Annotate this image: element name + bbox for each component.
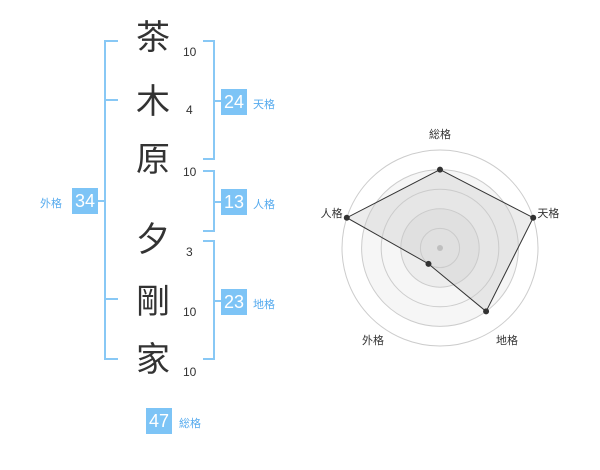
jinkaku-connector	[215, 201, 223, 203]
chikaku-bracket-bottom	[203, 358, 215, 360]
radar-axis-label-5: 人格	[321, 206, 343, 220]
tenkaku-bracket	[213, 40, 215, 160]
chikaku-label: 地格	[253, 298, 275, 311]
tenkaku-bracket-bottom	[203, 158, 215, 160]
gaikaku-bracket	[104, 40, 106, 360]
tenkaku-label: 天格	[253, 98, 275, 111]
chikaku-connector	[215, 300, 223, 302]
stroke-count-2: 4	[186, 103, 193, 117]
radar-axis-label-1: 総格	[429, 127, 451, 141]
jinkaku-bracket-bottom	[203, 230, 215, 232]
soukaku-value: 47	[146, 408, 172, 434]
radar-grid	[341, 149, 539, 347]
stroke-count-3: 10	[183, 165, 197, 179]
stroke-count-6: 10	[183, 365, 197, 379]
gaikaku-value: 34	[72, 188, 98, 214]
radar-point-1	[437, 166, 443, 173]
radar-axis-label-2: 天格	[537, 206, 559, 220]
radar-center	[437, 245, 443, 251]
radar-axis-label-4: 外格	[362, 333, 384, 347]
name-char-5: 剛	[136, 282, 170, 322]
gaikaku-bracket-top	[104, 40, 118, 42]
tenkaku-value: 24	[221, 89, 247, 115]
gaikaku-bracket-tick	[104, 99, 118, 101]
gaikaku-bracket-bottom	[104, 358, 118, 360]
tenkaku-bracket-top	[203, 40, 215, 42]
soukaku-label: 総格	[179, 417, 201, 430]
name-char-2: 木	[136, 82, 170, 122]
stroke-count-5: 10	[183, 305, 197, 319]
jinkaku-bracket-top	[203, 170, 215, 172]
name-char-6: 家	[136, 340, 170, 380]
gaikaku-connector	[97, 200, 104, 202]
radar-point-2	[530, 214, 537, 221]
radar-series	[343, 166, 537, 315]
chikaku-bracket-top	[203, 240, 215, 242]
jinkaku-label: 人格	[253, 198, 275, 211]
stroke-count-1: 10	[183, 45, 197, 59]
radar-axis-label-3: 地格	[496, 333, 518, 347]
gaikaku-label: 外格	[40, 197, 62, 210]
tenkaku-connector	[215, 100, 223, 102]
stroke-count-4: 3	[186, 245, 193, 259]
jinkaku-value: 13	[221, 189, 247, 215]
radar-point-4	[425, 260, 432, 267]
name-char-3: 原	[136, 140, 170, 180]
jinkaku-bracket	[213, 170, 215, 232]
radar-polygon	[345, 169, 534, 313]
chikaku-value: 23	[221, 289, 247, 315]
name-char-1: 茶	[136, 18, 170, 58]
gaikaku-bracket-tick	[104, 298, 118, 300]
radar-point-3	[483, 308, 490, 315]
chikaku-bracket	[213, 240, 215, 360]
radar-point-5	[343, 214, 350, 221]
name-char-4: 夕	[136, 220, 170, 260]
